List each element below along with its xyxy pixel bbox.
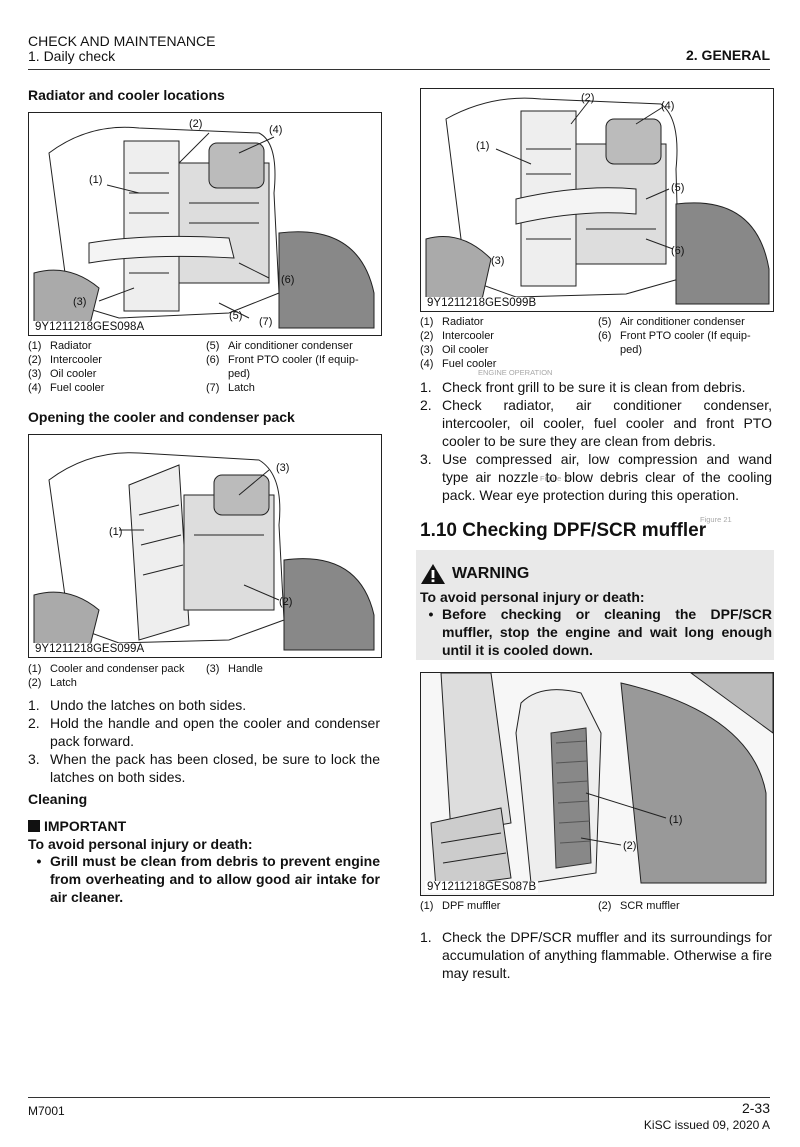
warning-heading: WARNING [420,563,529,585]
figure-legend: (1)Radiator (2)Intercooler (3)Oil cooler… [420,316,751,370]
legend-item: Handle [228,663,263,675]
important-intro: To avoid personal injury or death: [28,836,253,852]
legend-item: Oil cooler [442,344,489,356]
figure-code: 9Y1211218GES099A [33,643,147,655]
figure-muffler-illustration: (1) (2) [421,673,773,895]
list-item: 1.Check the DPF/SCR muffler and its surr… [420,929,772,981]
figure-pack-illustration: (1) (2) (3) [33,452,375,651]
footer-page-number: 2-33 [741,1100,770,1116]
legend-item: ped) [620,344,643,356]
fig1-callout-3: (3) [73,296,86,308]
legend-item: SCR muffler [620,900,680,912]
list-item: 1.Undo the latches on both sides. [28,697,247,713]
bleed-through-text: ENGINE OPERATION [478,368,553,377]
fig2-callout-1: (1) [109,526,122,538]
bleed-through-text: Figure 19 [540,474,572,483]
legend-item: Radiator [50,340,92,352]
list-item: 2.Hold the handle and open the cooler an… [28,715,380,749]
legend-item: Front PTO cooler (If equip- [620,330,751,342]
bleed-through-text: Figure 21 [700,515,732,524]
legend-item: Intercooler [50,354,102,366]
fig3-callout-1: (1) [476,140,489,152]
warning-triangle-icon [421,564,445,584]
steps-list-muffler: 1.Check the DPF/SCR muffler and its surr… [420,928,772,982]
figure-radiator-locations: (1) (2) (3) (4) (5) (6) (7) 9Y1211218GES… [28,112,382,336]
fig2-callout-2: (2) [279,596,292,608]
warning-bullet: •Before checking or cleaning the DPF/SCR… [428,606,772,658]
figure-dpf-scr-muffler: (1) (2) 9Y1211218GES087B [420,672,774,896]
header-section: 2. GENERAL [685,47,770,63]
fig3-callout-4: (4) [661,100,674,112]
figure-radiator-illustration-2: (1) (2) (3) (4) (5) (6) [425,92,770,305]
legend-item: Latch [50,677,77,689]
figure-legend: (1)DPF muffler (2)SCR muffler [420,900,680,912]
steps-list-opening: 1.Undo the latches on both sides. 2.Hold… [28,696,380,786]
fig2-callout-3: (3) [276,462,289,474]
list-item: 3.Use compressed air, low compression an… [420,451,772,503]
important-bullet: •Grill must be clean from debris to prev… [36,853,380,905]
section-title-radiator-locations: Radiator and cooler locations [28,87,225,103]
footer-issued: KiSC issued 09, 2020 A [643,1118,770,1132]
header-title: CHECK AND MAINTENANCE [28,33,216,49]
section-title-opening-pack: Opening the cooler and condenser pack [28,409,295,425]
figure-code: 9Y1211218GES087B [425,881,539,893]
figure-code: 9Y1211218GES098A [33,321,147,333]
figure-opening-pack: (1) (2) (3) 9Y1211218GES099A [28,434,382,658]
legend-item: Front PTO cooler (If equip- [228,354,359,366]
legend-item: Intercooler [442,330,494,342]
fig1-callout-4: (4) [269,124,282,136]
legend-item: Cooler and condenser pack [50,663,185,675]
legend-item: Air conditioner condenser [228,340,353,352]
list-item: 3.When the pack has been closed, be sure… [28,751,380,785]
legend-item: Fuel cooler [50,382,105,394]
section-heading-dpf-scr: 1.10 Checking DPF/SCR muffler [420,520,707,541]
legend-item: Oil cooler [50,368,97,380]
fig3-callout-3: (3) [491,255,504,267]
fig3-callout-2: (2) [581,92,594,104]
important-heading: IMPORTANT [28,818,126,834]
fig1-callout-7: (7) [259,316,272,328]
header-subtitle: 1. Daily check [28,48,116,64]
footer-rule [28,1097,770,1098]
header-rule [28,69,770,70]
footer-model: M7001 [28,1104,65,1118]
fig4-callout-1: (1) [669,814,682,826]
fig1-callout-6: (6) [281,274,294,286]
fig3-callout-6: (6) [671,245,684,257]
legend-item: DPF muffler [442,900,501,912]
fig1-callout-1: (1) [89,174,102,186]
section-title-cleaning: Cleaning [28,791,88,807]
legend-item: Latch [228,382,255,394]
list-item: 2.Check radiator, air conditioner conden… [420,397,772,449]
figure-radiator-illustration: (1) (2) (3) (4) (5) (6) (7) [33,118,375,329]
figure-legend: (1)Radiator (2)Intercooler (3)Oil cooler… [28,340,359,394]
legend-item: Fuel cooler [442,358,497,370]
important-square-icon [28,820,40,832]
fig1-callout-2: (2) [189,118,202,130]
fig4-callout-2: (2) [623,840,636,852]
fig3-callout-5: (5) [671,182,684,194]
list-item: 1.Check front grill to be sure it is cle… [420,379,746,395]
fig1-callout-5: (5) [229,310,242,322]
steps-list-cleaning: 1.Check front grill to be sure it is cle… [420,378,772,504]
figure-code: 9Y1211218GES099B [425,297,539,309]
warning-box [416,550,774,660]
figure-legend: (1)Cooler and condenser pack (2)Latch (3… [28,663,263,689]
warning-intro: To avoid personal injury or death: [420,589,645,605]
legend-item: Air conditioner condenser [620,316,745,328]
legend-item: ped) [228,368,251,380]
legend-item: Radiator [442,316,484,328]
figure-radiator-locations-2: (1) (2) (3) (4) (5) (6) 9Y1211218GES099B [420,88,774,312]
